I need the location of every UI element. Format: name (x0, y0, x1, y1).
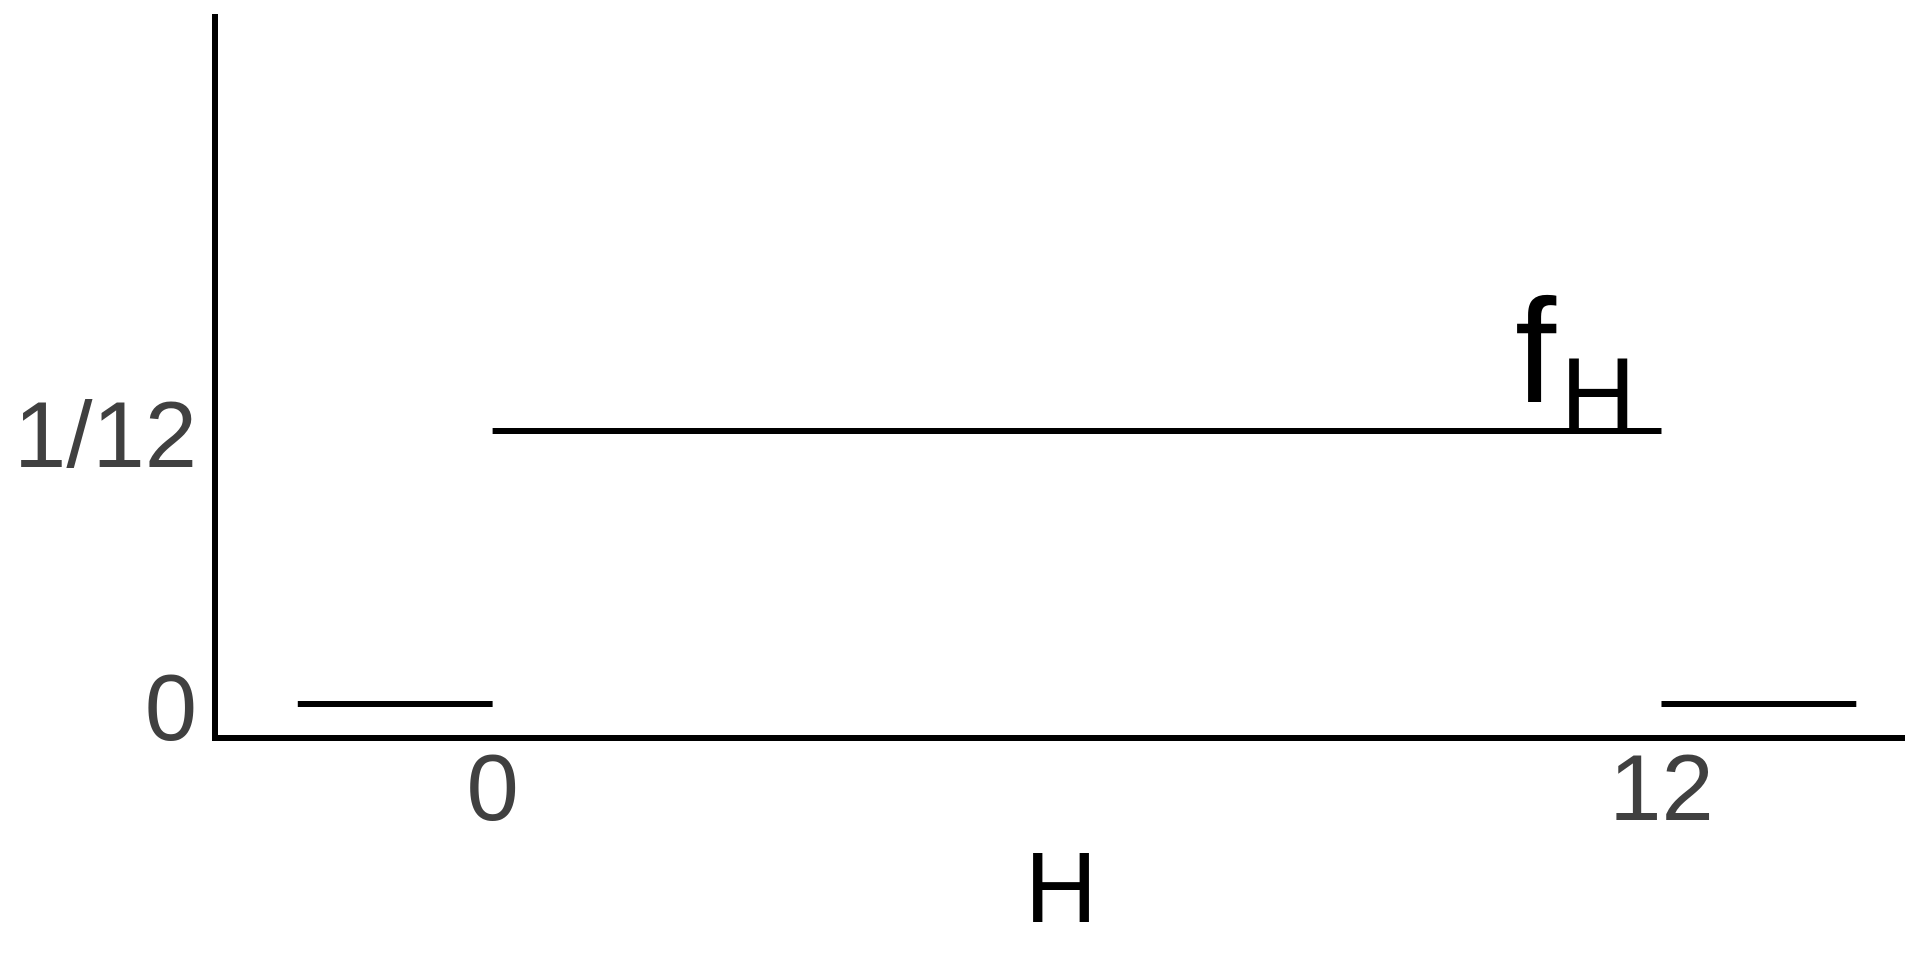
y-tick-labels: 0 1/12 (14, 382, 197, 760)
function-label: f H (1515, 269, 1636, 453)
y-tick-label-2: 1/12 (14, 382, 197, 487)
y-tick-label-1: 0 (145, 655, 197, 760)
x-tick-label-2: 12 (1609, 735, 1714, 840)
density-segments (297, 428, 1857, 707)
x-tick-label-1: 0 (466, 735, 518, 840)
function-label-main: f (1515, 269, 1557, 434)
x-tick-labels: 0 12 (466, 735, 1713, 840)
x-axis-title: H (1025, 832, 1097, 944)
function-label-subscript: H (1561, 337, 1636, 453)
